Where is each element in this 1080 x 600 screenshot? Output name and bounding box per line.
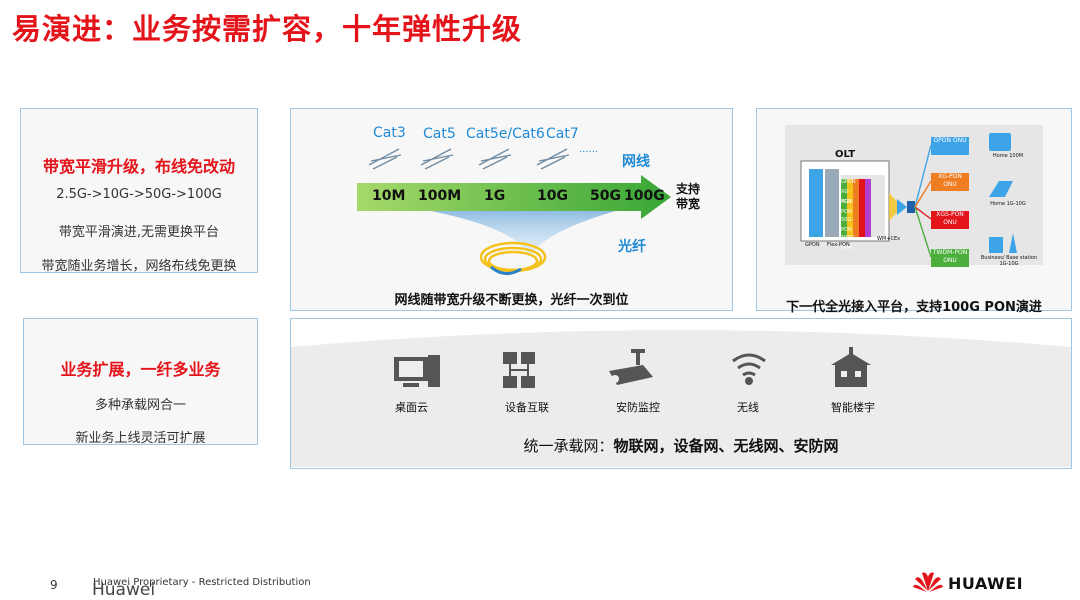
- speed-label-6: 100G: [624, 188, 665, 204]
- base-station-icon: [989, 233, 1017, 253]
- cable-evolution-panel: Cat3 Cat5 Cat5e/Cat6 Cat7 ······ 网线 10M …: [290, 108, 733, 311]
- onu-twdm: TWDM-PON ONU: [931, 249, 969, 267]
- page-title: 易演进：业务按需扩容，十年弹性升级: [12, 12, 523, 46]
- service-label-desktop: 桌面云: [395, 401, 428, 414]
- fiber-label: 光纤: [618, 239, 646, 255]
- cable-icon: [368, 148, 570, 170]
- home-100m-icon: [989, 133, 1011, 151]
- support-bandwidth-label: 支持带宽: [676, 182, 701, 211]
- service-label-building: 智能楼宇: [831, 401, 875, 414]
- services-panel: 桌面云 设备互联 安防监控 无线 智能楼宇 统一承载网：物联网，设备网、无线网、…: [290, 318, 1072, 469]
- service-icons: [394, 347, 871, 388]
- olt-panel: OLT GPON X: [756, 108, 1072, 315]
- home-1g-icon: [989, 181, 1013, 197]
- olt-port-3: XGS-PON: [841, 199, 854, 215]
- bandwidth-arrow: [357, 175, 671, 219]
- services-bg: [291, 330, 1071, 467]
- services-caption-prefix: 统一承载网：: [523, 437, 614, 455]
- olt-port-4: 50G-PON: [841, 217, 854, 233]
- services-caption-bold: 物联网，设备网、无线网、安防网: [613, 437, 839, 455]
- huawei-wordmark: HUAWEI: [948, 574, 1024, 593]
- speed-label-2: 100M: [418, 188, 462, 204]
- wire-label: 网线: [622, 154, 650, 170]
- huawei-flower-icon: [913, 572, 943, 592]
- base-station-label: Business/ Base station 1G-10G: [980, 255, 1038, 267]
- desktop-icon: [394, 355, 440, 387]
- bandwidth-line-3: 带宽随业务增长，网络布线免更换: [41, 259, 237, 274]
- cable-caption: 网线随带宽升级不断更换，光纤一次到位: [394, 293, 629, 308]
- cat-ellipsis: ······: [579, 147, 599, 158]
- olt-caption: 下一代全光接入平台，支持100G PON演进: [786, 300, 1042, 315]
- service-label-camera: 安防监控: [616, 401, 660, 414]
- cable-diagram: [357, 148, 671, 275]
- cat-label-2: Cat5: [423, 126, 456, 142]
- olt-diagram: [800, 133, 1017, 258]
- wm-label: WM+CEx: [877, 236, 901, 242]
- cat-label-3: Cat5e/Cat6: [466, 126, 545, 142]
- service-heading: 业务扩展，一纤多业务: [60, 360, 221, 379]
- speed-label-4: 10G: [537, 188, 568, 204]
- olt-port-2: XG-PON: [841, 189, 852, 205]
- olt-port-5: 100G-PON: [841, 235, 857, 251]
- cat-label-1: Cat3: [373, 125, 406, 141]
- onu-xgspon: XGS-PON ONU: [931, 211, 969, 229]
- onu-xgpon: XG-PON ONU: [931, 173, 969, 191]
- onu-gpon: GPON ONU: [931, 137, 969, 155]
- splitter-icon: [889, 193, 915, 221]
- footer-text: Huawei Proprietary - Restricted Distribu…: [93, 577, 311, 588]
- speed-label-1: 10M: [372, 188, 406, 204]
- bandwidth-upgrade-box: 带宽平滑升级，布线免改动 2.5G->10G->50G->100G 带宽平滑演进…: [20, 108, 258, 274]
- service-label-network: 设备互联: [505, 401, 549, 414]
- huawei-logo: HUAWEI: [912, 571, 1032, 593]
- olt-port-1: GPON: [841, 179, 856, 185]
- home-1g-label: Home 1G-10G: [990, 201, 1026, 207]
- fiber-coil-icon: [479, 241, 547, 275]
- services-caption: 统一承载网：物联网，设备网、无线网、安防网: [291, 435, 1071, 456]
- speed-label-5: 50G: [590, 188, 621, 204]
- olt-bottom-label-2: Flex-PON: [827, 242, 850, 248]
- service-line-2: 新业务上线灵活可扩展: [75, 431, 206, 446]
- olt-label: OLT: [835, 149, 856, 160]
- camera-icon: [609, 349, 653, 385]
- network-icon: [503, 352, 535, 388]
- wifi-icon: [732, 353, 766, 385]
- cat-label-4: Cat7: [546, 126, 579, 142]
- home-100m-label: Home 100M: [992, 153, 1024, 159]
- service-line-1: 多种承载网合一: [94, 398, 186, 413]
- building-icon: [831, 347, 871, 387]
- service-expansion-box: 业务扩展，一纤多业务 多种承载网合一 新业务上线灵活可扩展: [23, 318, 258, 446]
- olt-bottom-label-1: GPON: [805, 242, 820, 248]
- bandwidth-heading: 带宽平滑升级，布线免改动: [42, 157, 235, 176]
- page-number: 9: [50, 578, 58, 592]
- fiber-funnel-shape: [357, 197, 671, 257]
- speed-label-3: 1G: [484, 188, 506, 204]
- service-label-wifi: 无线: [737, 401, 759, 414]
- bandwidth-line-1: 2.5G->10G->50G->100G: [56, 187, 222, 202]
- bandwidth-line-2: 带宽平滑演进,无需更换平台: [58, 225, 220, 240]
